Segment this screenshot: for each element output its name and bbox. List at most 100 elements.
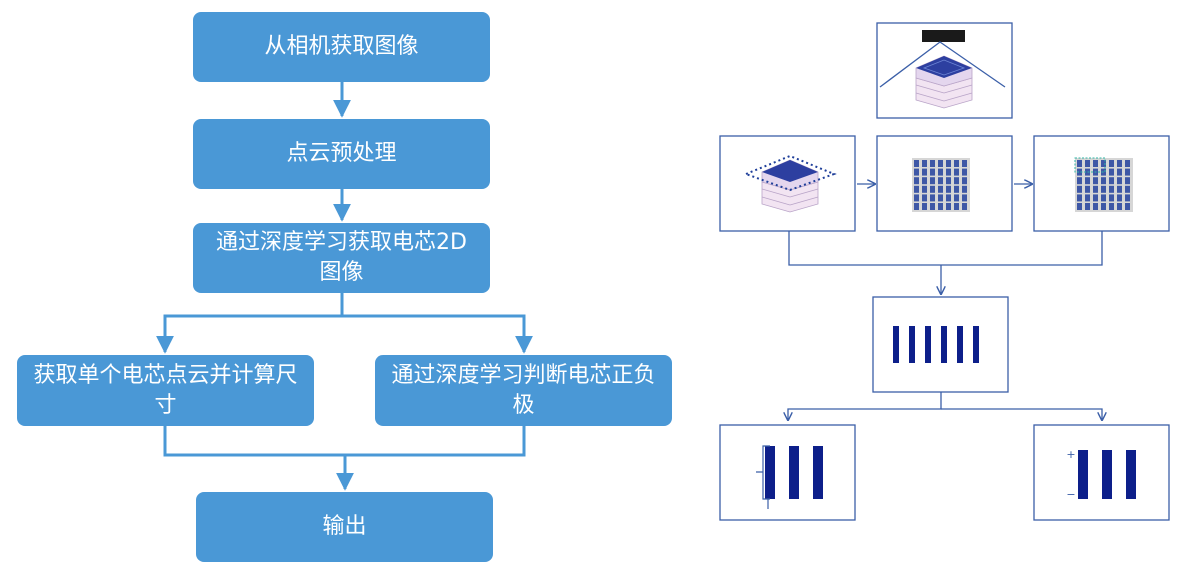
grid-cell (1125, 194, 1130, 202)
grid-cell (954, 168, 959, 176)
grid-cell (954, 185, 959, 193)
battery-cell (1126, 450, 1136, 499)
battery-cell (789, 446, 799, 499)
measured-cells-icon (765, 446, 823, 499)
polarity-minus-label: − (1066, 488, 1075, 501)
grid-cell (946, 177, 951, 185)
grid-cell (1085, 203, 1090, 210)
grid-cell (1101, 160, 1106, 167)
grid-cell (930, 203, 935, 210)
flow-step-measure-size: 获取单个电芯点云并计算尺寸 (17, 355, 314, 426)
grid-cell (1077, 160, 1082, 167)
grid-cell (946, 203, 951, 210)
flow-step-preprocess: 点云预处理 (193, 119, 490, 189)
flow-step-output-label: 输出 (322, 514, 367, 539)
flow-step-get-image-label: 从相机获取图像 (264, 34, 419, 59)
battery-cell (909, 326, 915, 363)
battery-cells-icon (893, 326, 979, 363)
grid-cell (946, 160, 951, 167)
grid-cell (954, 194, 959, 202)
panel-detected-grid (1033, 135, 1170, 232)
grid-cell (946, 194, 951, 202)
grid-cell (962, 177, 967, 185)
grid-cell (954, 177, 959, 185)
grid-cell (1117, 185, 1122, 193)
panel-camera (876, 22, 1013, 119)
grid-cell (914, 168, 919, 176)
grid-cell (1085, 160, 1090, 167)
battery-cell (765, 446, 775, 499)
grid-cell (938, 185, 943, 193)
grid-cell (1093, 194, 1098, 202)
battery-cell (957, 326, 963, 363)
flow-step-polarity-label: 通过深度学习判断电芯正负极 (391, 362, 656, 418)
grid-cell (1117, 168, 1122, 176)
grid-cell (946, 185, 951, 193)
grid-cell (1109, 194, 1114, 202)
grid-cell (962, 160, 967, 167)
camera-icon (922, 30, 965, 42)
grid-cell (962, 168, 967, 176)
grid-cell (930, 177, 935, 185)
grid-cell (1117, 160, 1122, 167)
panel-point-cloud (719, 135, 856, 232)
battery-cell (813, 446, 823, 499)
grid-cell (954, 203, 959, 210)
grid-cell (922, 185, 927, 193)
grid-cell (1101, 185, 1106, 193)
grid-cell (1093, 177, 1098, 185)
grid-cell (914, 203, 919, 210)
dimension-bracket-icon (756, 445, 770, 509)
grid-cell (1101, 194, 1106, 202)
grid-cell (914, 177, 919, 185)
grid-cell (1077, 177, 1082, 185)
flow-step-polarity: 通过深度学习判断电芯正负极 (375, 355, 672, 426)
grid-cell (1117, 177, 1122, 185)
panel-polarity: + − (1033, 424, 1170, 521)
grid-cell (1125, 160, 1130, 167)
battery-cell (1102, 450, 1112, 499)
grid-cell (938, 177, 943, 185)
grid-cell (1085, 185, 1090, 193)
grid-cell (1125, 203, 1130, 210)
grid-cell (1101, 203, 1106, 210)
grid-cell (1093, 160, 1098, 167)
grid-cell (1077, 194, 1082, 202)
flow-step-preprocess-label: 点云预处理 (286, 141, 397, 166)
grid-cell (1101, 177, 1106, 185)
grid-cell (922, 168, 927, 176)
grid-cell (1093, 203, 1098, 210)
grid-cell (1077, 203, 1082, 210)
detected-cell-grid-icon (1077, 160, 1130, 210)
grid-cell (1109, 185, 1114, 193)
panel-size-measurement (719, 424, 856, 521)
grid-cell (962, 194, 967, 202)
grid-cell (1125, 168, 1130, 176)
flow-step-output: 输出 (196, 492, 493, 562)
battery-cell (925, 326, 931, 363)
detection-box (1074, 157, 1106, 173)
camera-field-of-view (879, 41, 1006, 88)
grid-cell (962, 203, 967, 210)
grid-cell (1109, 177, 1114, 185)
flow-step-get-image: 从相机获取图像 (193, 12, 490, 82)
grid-cell (914, 185, 919, 193)
grid-cell (930, 185, 935, 193)
grid-cell (922, 194, 927, 202)
grid-cell (914, 194, 919, 202)
battery-cell (1078, 450, 1088, 499)
flow-step-deep-learning-2d-label: 通过深度学习获取电芯2D图像 (216, 230, 467, 285)
grid-cell (1077, 185, 1082, 193)
grid-cell (1125, 185, 1130, 193)
grid-cell (1085, 177, 1090, 185)
panel-2d-grid (876, 135, 1013, 232)
grid-cell (930, 194, 935, 202)
flow-step-measure-size-label: 获取单个电芯点云并计算尺寸 (33, 362, 298, 418)
grid-cell (962, 185, 967, 193)
flow-step-deep-learning-2d: 通过深度学习获取电芯2D图像 (193, 223, 490, 293)
grid-cell (1093, 185, 1098, 193)
grid-cell (930, 168, 935, 176)
grid-cell (1117, 194, 1122, 202)
grid-cell (1117, 203, 1122, 210)
